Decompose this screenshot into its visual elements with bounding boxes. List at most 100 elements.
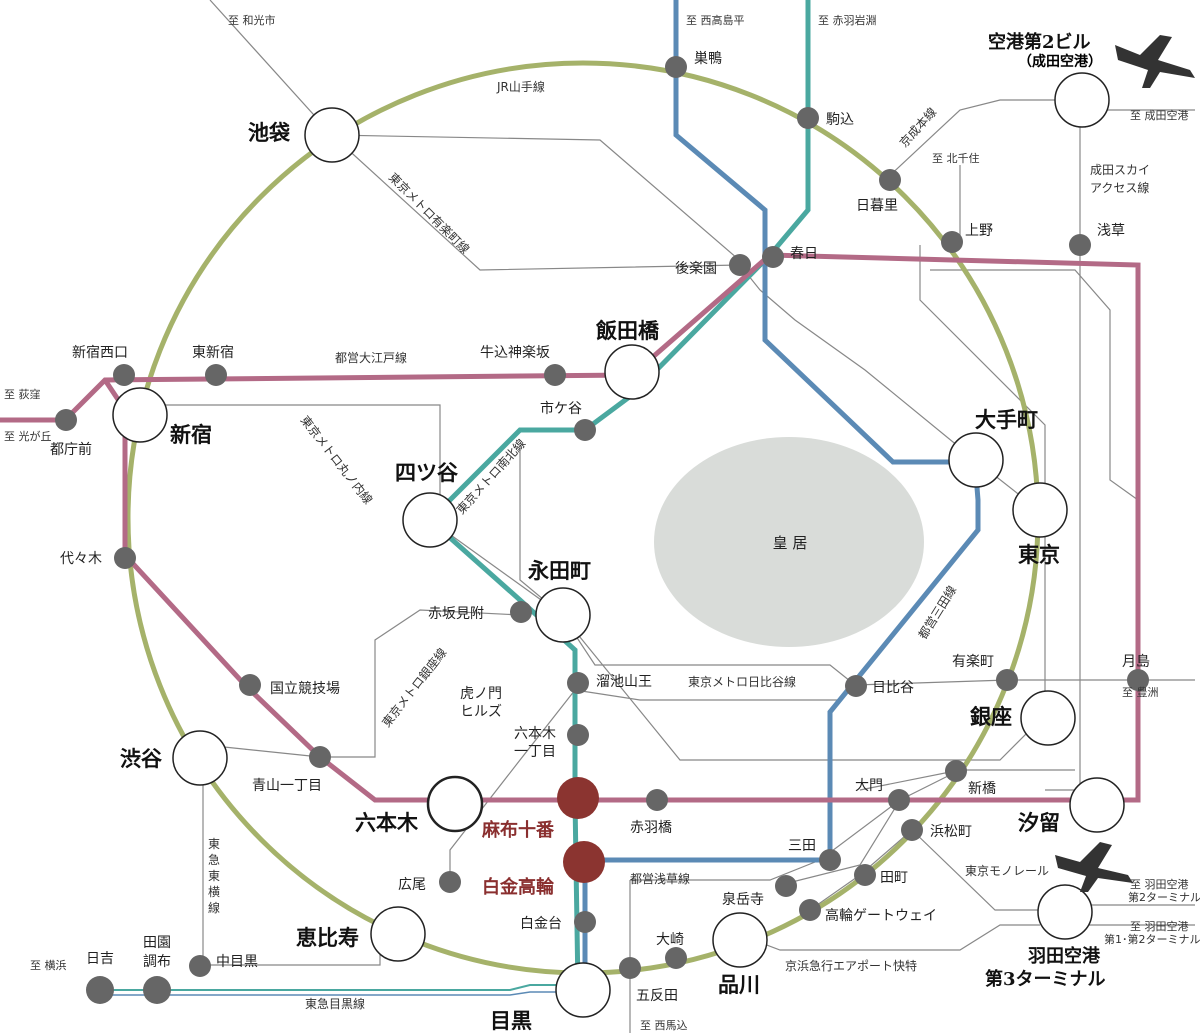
station-dot xyxy=(1069,234,1091,256)
station-dot xyxy=(619,957,641,979)
label-narita-t2-sub: （成田空港） xyxy=(1018,53,1102,70)
major-station xyxy=(370,906,426,962)
station-dot xyxy=(309,746,331,768)
major-station xyxy=(426,775,484,833)
label-korakuen: 後楽園 xyxy=(675,261,717,277)
station-dot xyxy=(567,672,589,694)
label-tameike: 溜池山王 xyxy=(596,674,652,690)
small-station-labels: 巣鴨 駒込 日暮里 上野 浅草 春日 後楽園 新宿西口 東新宿 牛込神楽坂 市ケ… xyxy=(50,51,1150,1004)
dest-hikarigaoka: 至 光が丘 xyxy=(4,429,52,443)
label-shibuya: 渋谷 xyxy=(120,746,163,771)
ueno-line xyxy=(919,245,1046,515)
major-station xyxy=(1012,482,1068,538)
major-station xyxy=(304,107,360,163)
major-station-circles xyxy=(112,72,1125,1018)
line-label-skyaccess: 成田スカイ xyxy=(1090,163,1150,177)
line-label-meguro: 東急目黒線 xyxy=(305,996,365,1011)
label-daimon: 大門 xyxy=(855,778,883,794)
line-label-namboku: 東京メトロ南北線 xyxy=(453,436,528,517)
label-roppongiitchome-2: 一丁目 xyxy=(514,744,556,760)
station-dot xyxy=(665,56,687,78)
station-dot xyxy=(665,947,687,969)
namboku-line xyxy=(426,0,811,991)
dest-yokohama: 至 横浜 xyxy=(30,958,67,972)
imperial-palace xyxy=(654,437,924,647)
hibiya-west xyxy=(449,689,576,882)
label-shimbashi: 新橋 xyxy=(968,781,996,797)
dest-narita: 至 成田空港 xyxy=(1130,108,1189,122)
station-dot xyxy=(143,976,171,1004)
station-dot xyxy=(845,675,867,697)
keikyu-line xyxy=(739,924,1040,951)
station-dot xyxy=(113,364,135,386)
label-shirokanetakanawa: 白金高輪 xyxy=(482,876,555,898)
label-shirokanedai: 白金台 xyxy=(520,916,562,932)
line-label-keisei: 京成本線 xyxy=(896,104,939,150)
label-nishishinjuku: 新宿西口 xyxy=(72,344,128,361)
label-ebisu: 恵比寿 xyxy=(296,925,359,950)
label-hamamatsucho: 浜松町 xyxy=(930,824,972,840)
label-shinjuku: 新宿 xyxy=(170,422,212,447)
label-gotanda: 五反田 xyxy=(636,988,678,1004)
label-kasuga: 春日 xyxy=(790,246,818,262)
label-ginza: 銀座 xyxy=(970,704,1012,729)
label-sengakuji: 泉岳寺 xyxy=(722,891,764,908)
label-osaki: 大崎 xyxy=(656,932,684,948)
label-narita-t2: 空港第2ビル xyxy=(988,31,1091,53)
keisei-line xyxy=(884,99,1080,181)
sengakuji-link xyxy=(779,799,901,886)
line-label-asakusa: 都営浅草線 xyxy=(630,871,690,886)
station-dot xyxy=(567,724,589,746)
label-akabanebashi: 赤羽橋 xyxy=(630,820,672,836)
label-yoyogi: 代々木 xyxy=(60,551,102,567)
label-mita: 三田 xyxy=(788,838,816,854)
meguro-line-b xyxy=(100,991,578,996)
station-dot xyxy=(544,364,566,386)
station-dot xyxy=(945,760,967,782)
yurakucho-line xyxy=(331,134,976,461)
dest-haneda2-2: 第2ターミナル xyxy=(1128,890,1200,904)
dest-wako: 至 和光市 xyxy=(228,13,276,27)
line-label-yurakucho: 東京メトロ有楽町線 xyxy=(386,170,473,257)
dest-akabane: 至 赤羽岩淵 xyxy=(818,13,877,27)
station-dot xyxy=(888,789,910,811)
station-dot xyxy=(941,231,963,253)
major-station xyxy=(402,492,458,548)
yurakucho-south xyxy=(561,614,1138,686)
label-tochomae: 都庁前 xyxy=(50,441,92,458)
major-station xyxy=(1037,884,1093,940)
label-otemachi: 大手町 xyxy=(975,407,1038,432)
major-station xyxy=(712,912,768,968)
meguro-line xyxy=(100,984,578,991)
label-nakameguro: 中目黒 xyxy=(216,954,258,970)
label-tokyo: 東京 xyxy=(1018,542,1060,567)
label-haneda-t3-sub: 第3ターミナル xyxy=(985,968,1106,990)
label-tamachi: 田町 xyxy=(880,870,908,886)
station-dot xyxy=(239,674,261,696)
label-akasakamitsuke: 赤坂見附 xyxy=(428,606,484,622)
marunouchi-shinjuku xyxy=(135,404,441,520)
station-dot xyxy=(775,875,797,897)
dest-nishitakashima: 至 西高島平 xyxy=(686,13,745,27)
label-higashishinjuku: 東新宿 xyxy=(192,344,234,361)
major-station xyxy=(172,730,228,786)
label-azabujuban: 麻布十番 xyxy=(481,819,555,841)
label-meguro: 目黒 xyxy=(490,1008,532,1033)
station-dot xyxy=(510,601,532,623)
marunouchi-south xyxy=(429,519,1046,761)
major-station xyxy=(1054,72,1110,128)
focus-station-shirokanetakanawa xyxy=(563,841,605,883)
label-aoyama: 青山一丁目 xyxy=(252,778,322,794)
label-sugamo: 巣鴨 xyxy=(694,51,722,67)
yurakucho-to-wako xyxy=(209,0,333,136)
label-hiroo: 広尾 xyxy=(398,877,426,893)
label-denenchofu: 田園 xyxy=(143,935,171,951)
dest-haneda1-2: 第1･第2ターミナル xyxy=(1104,932,1200,946)
line-label-skyaccess-2: アクセス線 xyxy=(1090,180,1149,195)
label-asakusa: 浅草 xyxy=(1097,223,1125,239)
label-yurakucho: 有楽町 xyxy=(952,654,994,670)
label-iidabashi: 飯田橋 xyxy=(595,318,660,343)
oedo-line xyxy=(0,252,1141,803)
